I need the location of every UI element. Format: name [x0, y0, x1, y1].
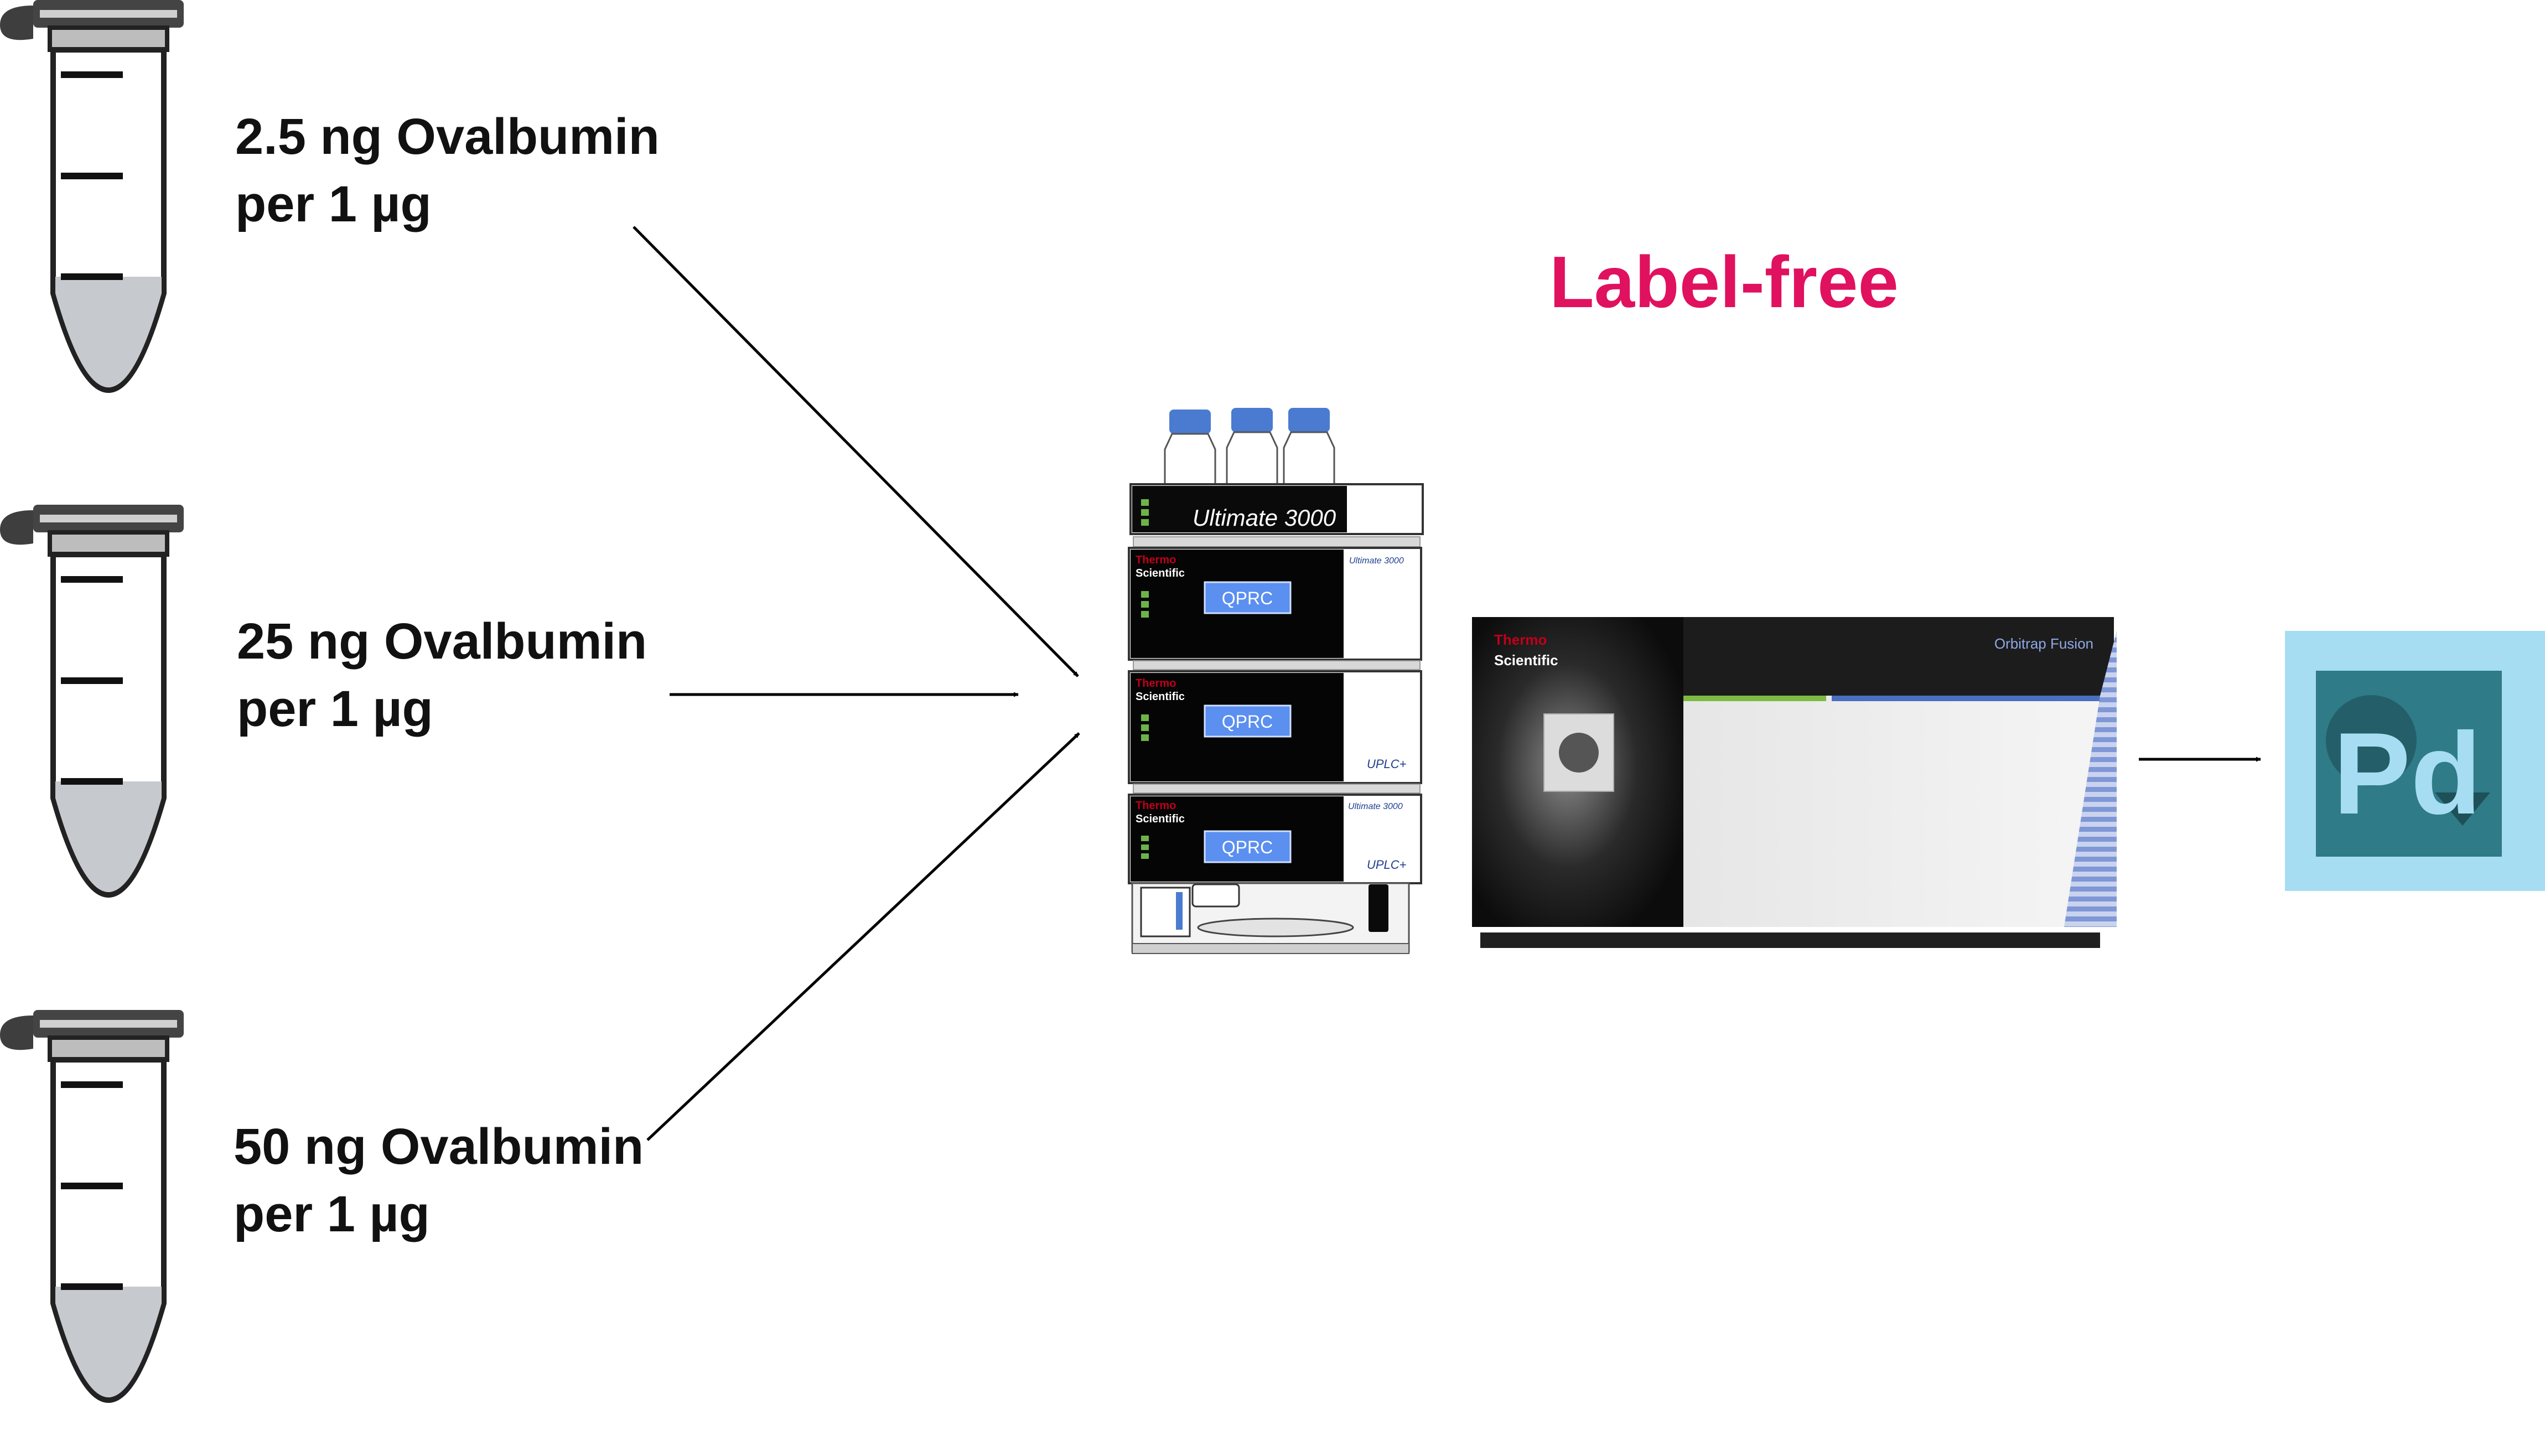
- ms-vent-stripes: [2064, 631, 2117, 927]
- qprc-label: QPRC: [1222, 712, 1273, 732]
- scientific-brand: Scientific: [1494, 652, 1558, 669]
- method-title: Label-free: [1549, 241, 1899, 323]
- autosampler-base: [1131, 882, 1410, 954]
- solvent-bottle-icon: [1283, 408, 1335, 487]
- software-logo-text: Pd: [2333, 708, 2481, 838]
- sample-3-amount: 50 ng Ovalbumin: [234, 1118, 644, 1175]
- sample-2-amount: 25 ng Ovalbumin: [237, 613, 647, 670]
- sample-2-ratio: per 1 µg: [237, 681, 433, 737]
- qprc-button: [1204, 830, 1292, 863]
- tube-liquid: [55, 1287, 162, 1397]
- thermo-brand: Thermo: [1136, 677, 1176, 690]
- hplc-module-1: Thermo Scientific QPRC Ultimate 3000: [1128, 547, 1422, 661]
- microcentrifuge-tube-icon: [0, 0, 184, 393]
- solvent-rack-module: Ultimate 3000: [1129, 483, 1424, 535]
- hplc-module-3: Thermo Scientific QPRC Ultimate 3000 UPL…: [1128, 794, 1422, 884]
- instrument-model: Orbitrap Fusion: [1994, 635, 2093, 652]
- tube-liquid: [55, 781, 162, 892]
- ms-side-panel: [1683, 696, 2105, 927]
- proteome-discoverer-icon: Pd: [2285, 631, 2545, 891]
- mass-spectrometer: Thermo Scientific Orbitrap Fusion: [1472, 617, 2117, 948]
- hplc-system: Ultimate 3000 Thermo Scientific QPRC Ult…: [1128, 408, 1424, 954]
- ion-source-port: [1559, 733, 1599, 773]
- qprc-label: QPRC: [1222, 837, 1273, 857]
- tube-liquid: [55, 277, 162, 387]
- module-model-tag: Ultimate 3000: [1349, 556, 1404, 566]
- microcentrifuge-tube-icon: [0, 1010, 184, 1403]
- thermo-brand: Thermo: [1136, 800, 1176, 812]
- module-uplc-tag: UPLC+: [1367, 757, 1407, 771]
- scientific-brand: Scientific: [1136, 567, 1185, 579]
- scientific-brand: Scientific: [1136, 691, 1185, 703]
- hplc-brand-script: Ultimate 3000: [1193, 505, 1336, 531]
- qprc-button: [1204, 704, 1292, 738]
- module-uplc-tag: UPLC+: [1367, 858, 1407, 872]
- sample-1-ratio: per 1 µg: [235, 176, 432, 232]
- solvent-bottle-icon: [1164, 410, 1216, 487]
- sample-3-ratio: per 1 µg: [234, 1186, 430, 1242]
- microcentrifuge-tube-icon: [0, 505, 184, 898]
- sample-tube-2: [0, 505, 184, 898]
- arrow-icon: [646, 732, 1080, 1141]
- qprc-button: [1204, 581, 1292, 614]
- qprc-label: QPRC: [1222, 588, 1273, 608]
- module-model-tag: Ultimate 3000: [1348, 802, 1403, 811]
- hplc-module-2: Thermo Scientific QPRC UPLC+: [1128, 670, 1422, 784]
- sample-tube-1: [0, 0, 184, 393]
- arrow-icon: [633, 226, 1079, 677]
- scientific-brand: Scientific: [1136, 813, 1185, 825]
- solvent-bottle-icon: [1226, 408, 1278, 487]
- thermo-brand: Thermo: [1136, 554, 1176, 566]
- sample-1-amount: 2.5 ng Ovalbumin: [235, 108, 660, 165]
- thermo-brand: Thermo: [1494, 631, 1547, 648]
- sample-tube-3: [0, 1010, 184, 1403]
